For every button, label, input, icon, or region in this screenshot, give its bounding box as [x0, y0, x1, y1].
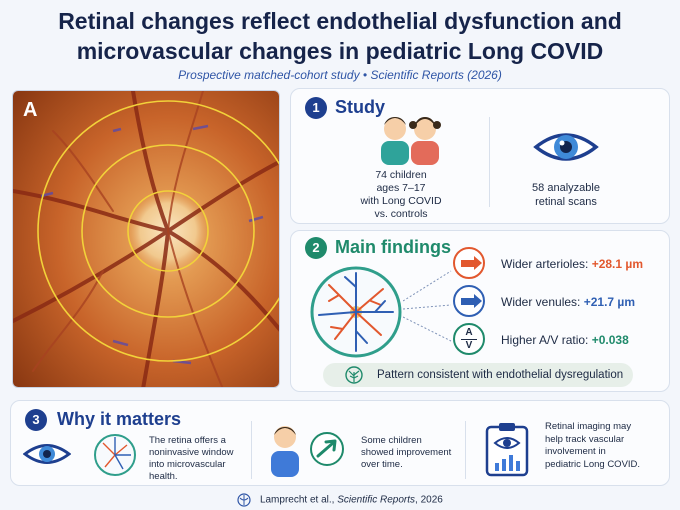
window-text: The retina offers a noninvasive window i…	[149, 435, 234, 483]
why-line: involvement in	[545, 446, 606, 457]
vessel-tree-icon	[345, 366, 363, 384]
why-line: into microvascular	[149, 459, 226, 470]
connector-lines	[403, 270, 452, 342]
retina-vessels-icon	[310, 266, 402, 358]
citation: Lamprecht et al., Scientific Reports, 20…	[0, 493, 680, 507]
cohort-description: 74 children ages 7–17 with Long COVID vs…	[346, 169, 456, 221]
av-ratio-icon-bottom: V	[465, 340, 473, 351]
finding-value: +0.038	[591, 333, 629, 347]
step-number-2: 2	[305, 237, 327, 259]
finding-label: Wider venules:	[501, 295, 581, 309]
step-number-3: 3	[25, 409, 47, 431]
citation-authors: Lamprecht et al.,	[259, 494, 338, 506]
pattern-text: Pattern consistent with endothelial dysr…	[377, 369, 624, 381]
imaging-text: Retinal imaging may help track vascular …	[545, 421, 640, 471]
retina-vessels-icon	[94, 434, 136, 476]
finding-venules: Wider venules: +21.7 µm	[501, 295, 635, 309]
av-ratio-icon: A V	[453, 323, 485, 355]
cohort-line: 74 children	[375, 169, 427, 181]
arteriole-icon	[453, 247, 485, 279]
scans-line: retinal scans	[535, 196, 597, 208]
venule-icon	[453, 285, 485, 317]
citation-journal: Scientific Reports	[337, 494, 416, 506]
why-heading: Why it matters	[57, 409, 182, 429]
improvement-text: Some children showed improvement over ti…	[361, 435, 451, 471]
title-line-2: microvascular changes in pediatric Long …	[76, 38, 604, 64]
clipboard-chart-icon	[485, 423, 529, 477]
title-line-1: Retinal changes reflect endothelial dysf…	[58, 8, 622, 34]
finding-arterioles: Wider arterioles: +28.1 µm	[501, 257, 643, 271]
journal-logo-icon	[237, 493, 251, 507]
eye-icon	[23, 444, 71, 464]
why-card: 3 Why it matters The retina offers a non…	[10, 400, 670, 486]
page-subtitle: Prospective matched-cohort study • Scien…	[178, 68, 502, 82]
divider	[251, 421, 252, 479]
finding-label: Wider arterioles:	[501, 257, 589, 271]
page-title: Retinal changes reflect endothelial dysf…	[0, 6, 680, 66]
fundus-image	[13, 91, 279, 387]
cohort-line: ages 7–17	[376, 182, 426, 194]
finding-av-ratio: Higher A/V ratio: +0.038	[501, 333, 629, 347]
divider	[489, 117, 490, 207]
why-line: pediatric Long COVID.	[545, 458, 641, 470]
finding-value: +28.1 µm	[591, 257, 643, 271]
study-card: 1 Study 74 children ages 7–17 with Long …	[290, 88, 670, 224]
panel-label: A	[23, 99, 38, 121]
why-line: over time.	[361, 459, 403, 470]
fundus-photo: A	[12, 90, 280, 388]
scans-line: 58 analyzable	[532, 182, 600, 194]
step-number-1: 1	[305, 97, 327, 119]
pattern-banner: Pattern consistent with endothelial dysr…	[323, 363, 633, 387]
finding-label: Higher A/V ratio:	[501, 333, 589, 347]
findings-card: 2 Main findings A V Wider arterioles: +2…	[290, 230, 670, 392]
cohort-line: vs. controls	[374, 208, 428, 220]
why-line: Retinal imaging may	[545, 421, 632, 432]
why-line: showed improvement	[361, 447, 452, 458]
why-line: The retina offers a	[149, 435, 226, 446]
cohort-line: with Long COVID	[360, 195, 442, 207]
children-icon	[381, 117, 441, 165]
divider	[465, 421, 466, 479]
av-ratio-icon-top: A	[465, 327, 473, 338]
study-heading: Study	[335, 97, 386, 117]
why-line: Some children	[361, 435, 422, 446]
child-icon	[271, 426, 299, 477]
finding-value: +21.7 µm	[583, 295, 635, 309]
eye-icon	[533, 133, 599, 161]
why-line: help track vascular	[545, 433, 625, 445]
why-line: health.	[149, 471, 178, 482]
why-line: noninvasive window	[149, 447, 234, 458]
scans-description: 58 analyzable retinal scans	[501, 181, 631, 209]
findings-heading: Main findings	[335, 237, 451, 257]
improvement-arrow-icon	[310, 432, 344, 466]
citation-year: , 2026	[415, 494, 443, 506]
